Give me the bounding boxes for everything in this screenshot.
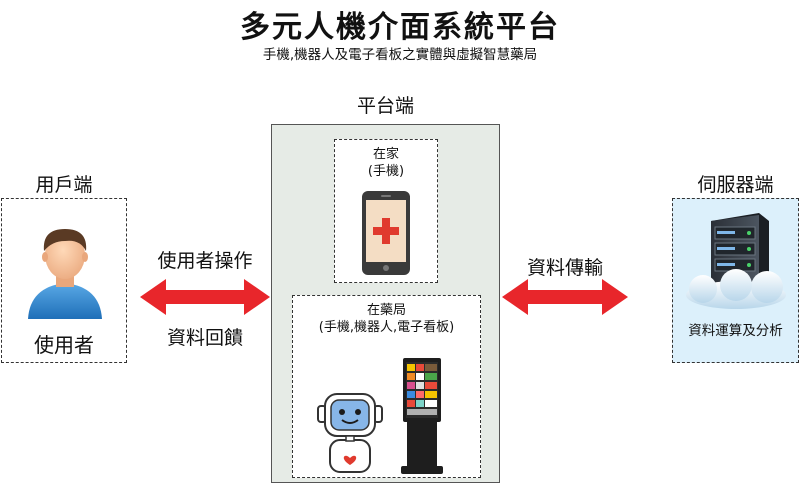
- robot-icon: [317, 393, 383, 473]
- pharmacy-devices-label: (手機,機器人,電子看板): [318, 320, 455, 335]
- user-avatar-icon: [28, 229, 102, 319]
- home-box: 在家 (手機): [334, 139, 438, 283]
- digital-signage-kiosk-icon: [401, 358, 443, 474]
- user-caption: 使用者: [34, 333, 94, 357]
- right-double-arrow: [502, 279, 628, 315]
- data-transfer-label: 資料傳輸: [526, 257, 603, 279]
- server-cloud-icon: [686, 213, 786, 309]
- server-box: 資料運算及分析: [672, 198, 799, 363]
- platform-label: 平台端: [356, 95, 414, 117]
- pharmacy-label: 在藥局: [366, 303, 406, 318]
- home-label: 在家: [372, 147, 399, 162]
- diagram-title: 多元人機介面系統平台: [240, 10, 560, 45]
- pharmacy-box: 在藥局 (手機,機器人,電子看板): [292, 295, 481, 478]
- user-box: 使用者: [1, 198, 127, 363]
- left-double-arrow: [140, 279, 270, 315]
- home-device-label: (手機): [367, 164, 405, 179]
- server-side-label: 伺服器端: [697, 174, 774, 196]
- user-operation-label: 使用者操作: [157, 250, 253, 272]
- user-side-label: 用戶端: [35, 174, 93, 196]
- data-feedback-label: 資料回饋: [166, 327, 243, 349]
- diagram-subtitle: 手機,機器人及電子看板之實體與虛擬智慧藥局: [262, 47, 538, 63]
- smartphone-medical-icon: [362, 191, 410, 275]
- server-caption: 資料運算及分析: [688, 323, 783, 339]
